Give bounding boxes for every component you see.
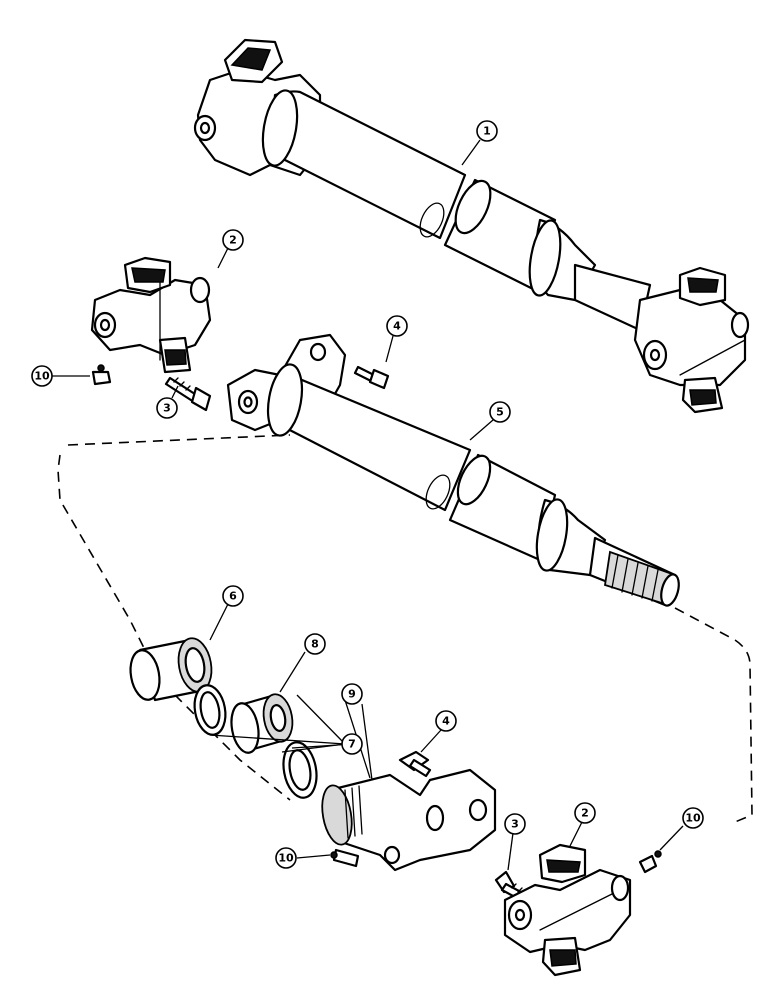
assembly-boundary-dashed <box>57 434 753 823</box>
svg-text:2: 2 <box>229 234 237 247</box>
callout-2-lower: 2 <box>574 802 596 824</box>
washer-upper <box>193 684 227 736</box>
callout-4-lower: 4 <box>435 710 457 732</box>
svg-text:10: 10 <box>278 852 294 865</box>
svg-text:4: 4 <box>393 320 401 333</box>
svg-text:3: 3 <box>511 818 519 831</box>
dust-cap <box>129 637 213 702</box>
grease-fitting-lower-center <box>330 848 360 868</box>
svg-text:8: 8 <box>311 638 319 651</box>
seal-ring <box>230 693 294 754</box>
svg-text:2: 2 <box>581 807 589 820</box>
grease-fitting-upper-left <box>91 364 112 386</box>
callout-10-upper-left: 10 <box>31 365 53 387</box>
svg-text:10: 10 <box>685 812 701 825</box>
svg-text:10: 10 <box>34 370 50 383</box>
callout-10-lower-right: 10 <box>682 807 704 829</box>
callout-8: 8 <box>304 633 326 655</box>
leader-lines <box>52 139 684 871</box>
callout-5: 5 <box>489 401 511 423</box>
svg-text:1: 1 <box>483 125 491 138</box>
slip-yoke <box>321 768 497 872</box>
universal-joint-cross-upper <box>90 256 212 374</box>
callout-7: 7 <box>341 733 363 755</box>
svg-text:5: 5 <box>496 406 504 419</box>
svg-text:4: 4 <box>442 715 450 728</box>
washer-lower <box>282 741 318 799</box>
svg-text:7: 7 <box>348 738 356 751</box>
callout-2-upper: 2 <box>222 229 244 251</box>
bolt-upper <box>164 376 212 412</box>
callout-4-upper: 4 <box>386 315 408 337</box>
callout-1: 1 <box>476 120 498 142</box>
universal-joint-cross-lower <box>503 843 632 977</box>
bolt-lower-right <box>398 750 432 778</box>
callout-3-upper: 3 <box>156 397 178 419</box>
grease-fitting-lower-right <box>638 850 662 874</box>
svg-text:9: 9 <box>348 688 356 701</box>
callout-10-lower-center: 10 <box>275 847 297 869</box>
callout-9: 9 <box>341 683 363 705</box>
bolt-upper-right <box>353 365 390 390</box>
svg-text:6: 6 <box>229 590 237 603</box>
callout-3-lower: 3 <box>504 813 526 835</box>
svg-text:3: 3 <box>163 402 171 415</box>
drive-shaft-tube-upper <box>193 38 750 414</box>
callout-6: 6 <box>222 585 244 607</box>
drive-shaft-tube-lower <box>226 333 680 607</box>
